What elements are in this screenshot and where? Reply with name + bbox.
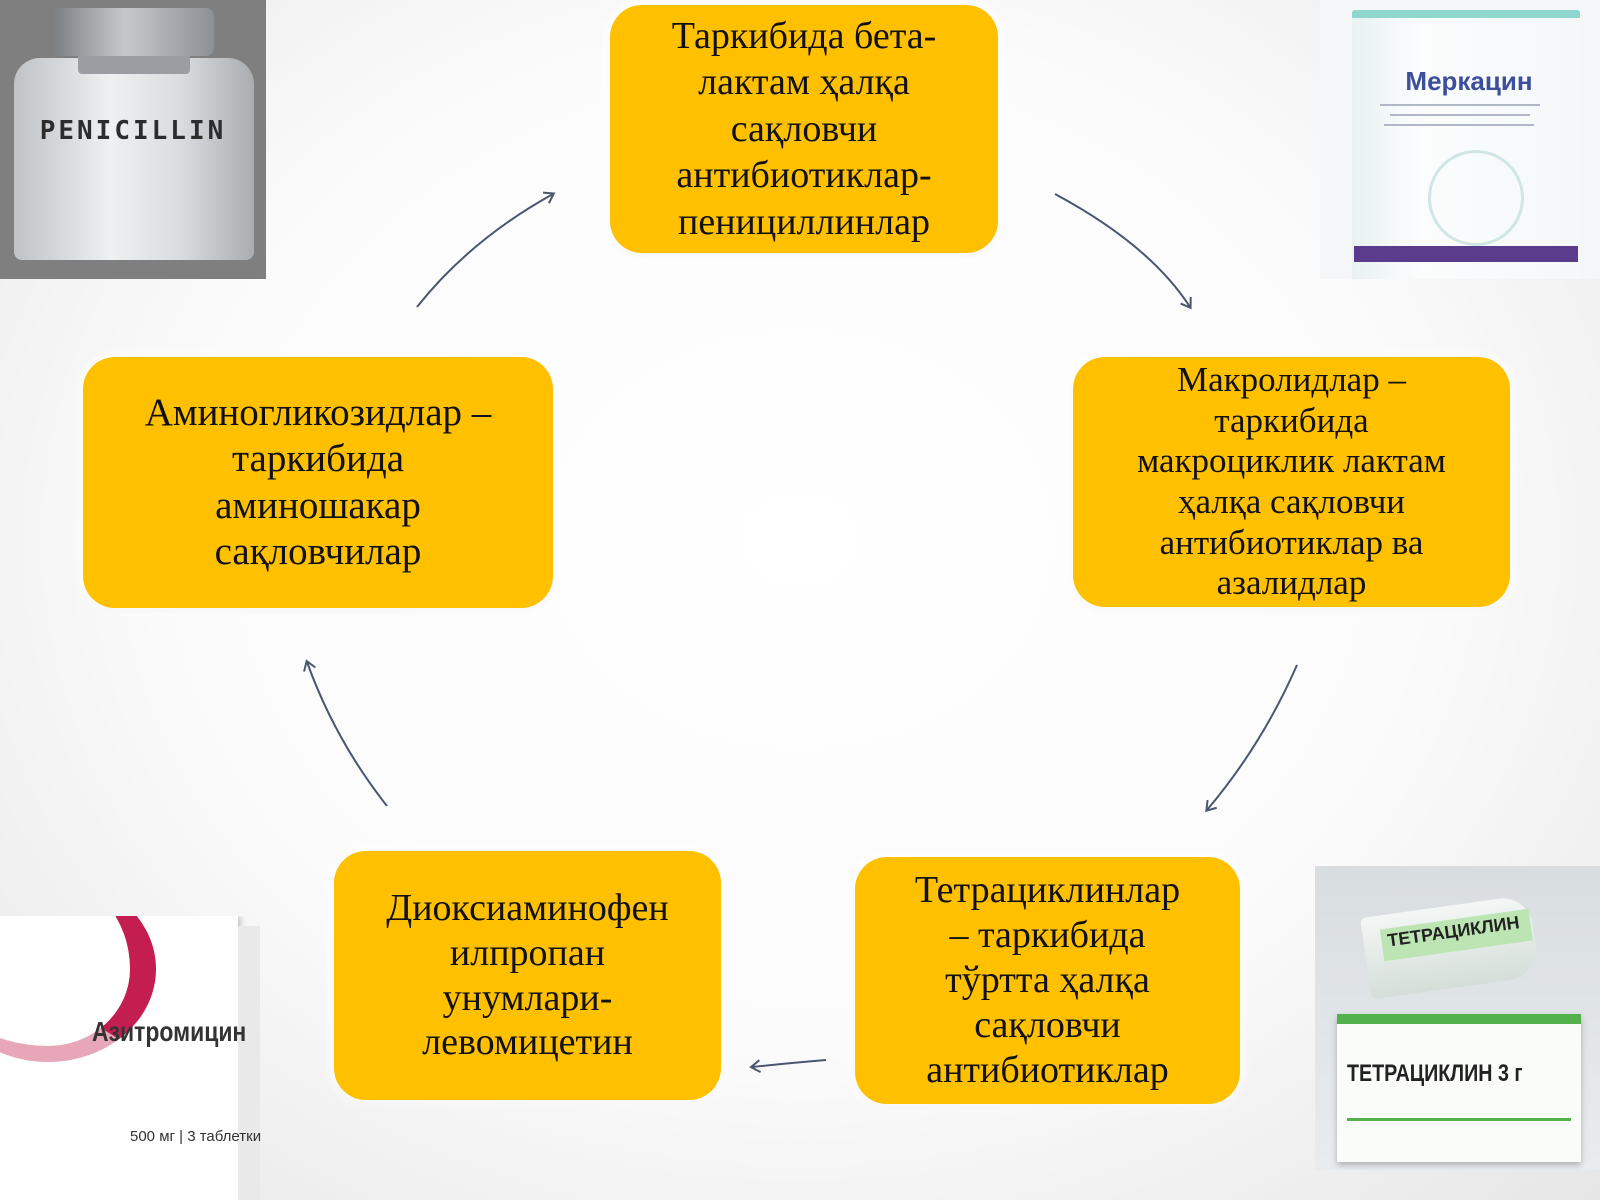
penicillin-label: PENICILLIN bbox=[39, 116, 227, 146]
merkacin-title: Меркацин bbox=[1405, 66, 1533, 96]
arrow-bottomleft-to-left bbox=[303, 659, 388, 807]
box-penicillins: Таркибида бета- лактам ҳалқа сақловчи ан… bbox=[610, 5, 998, 253]
merkacin-text-line bbox=[1390, 114, 1530, 116]
arrow-bottomright-to-bottomleft bbox=[749, 1059, 827, 1074]
tetraciklin-box-band bbox=[1347, 1118, 1571, 1141]
merkacin-box-image: Меркацин bbox=[1320, 0, 1600, 279]
azitromicin-box-image: Азитромицин 500 мг | 3 таблетки bbox=[0, 916, 264, 1200]
box-tetracyclines-text: Тетрациклинлар – таркибида тўртта ҳалқа … bbox=[914, 869, 1181, 1091]
box-aminoglycosides-text: Аминогликозидлар – таркибида аминошакар … bbox=[144, 391, 492, 573]
vial-cap bbox=[52, 8, 214, 56]
azitromicin-box-side bbox=[238, 926, 260, 1200]
merkacin-text-line bbox=[1380, 104, 1540, 106]
arrow-left-to-top bbox=[416, 191, 556, 308]
penicillin-vial-image: PENICILLIN bbox=[0, 0, 266, 279]
box-penicillins-text: Таркибида бета- лактам ҳалқа сақловчи ан… bbox=[671, 15, 937, 243]
tetraciklin-box-title: ТЕТРАЦИКЛИН 3 г bbox=[1347, 1060, 1523, 1087]
box-tetracyclines: Тетрациклинлар – таркибида тўртта ҳалқа … bbox=[855, 857, 1240, 1104]
box-aminoglycosides: Аминогликозидлар – таркибида аминошакар … bbox=[83, 357, 553, 608]
tetraciklin-box: ТЕТРАЦИКЛИН 3 г bbox=[1337, 1014, 1581, 1162]
tetraciklin-image: ТЕТРАЦИКЛИН ТЕТРАЦИКЛИН 3 г bbox=[1315, 866, 1600, 1170]
vial-body bbox=[14, 58, 254, 260]
azitromicin-box bbox=[0, 916, 238, 1200]
box-macrolides-text: Макролидлар – таркибида макроциклик лакт… bbox=[1137, 360, 1446, 603]
merkacin-band bbox=[1354, 246, 1578, 262]
azitromicin-title: Азитромицин bbox=[92, 1016, 247, 1047]
box-levomycetin: Диоксиаминофен илпропан унумлари- левоми… bbox=[334, 851, 721, 1100]
arrow-right-to-bottomright bbox=[1205, 664, 1298, 813]
box-macrolides: Макролидлар – таркибида макроциклик лакт… bbox=[1073, 357, 1510, 607]
merkacin-logo-icon bbox=[1428, 150, 1524, 246]
arrow-top-to-right bbox=[1054, 193, 1192, 310]
box-levomycetin-text: Диоксиаминофен илпропан унумлари- левоми… bbox=[386, 886, 669, 1064]
merkacin-text-line bbox=[1384, 124, 1534, 126]
azitromicin-dose: 500 мг | 3 таблетки bbox=[130, 1128, 262, 1145]
